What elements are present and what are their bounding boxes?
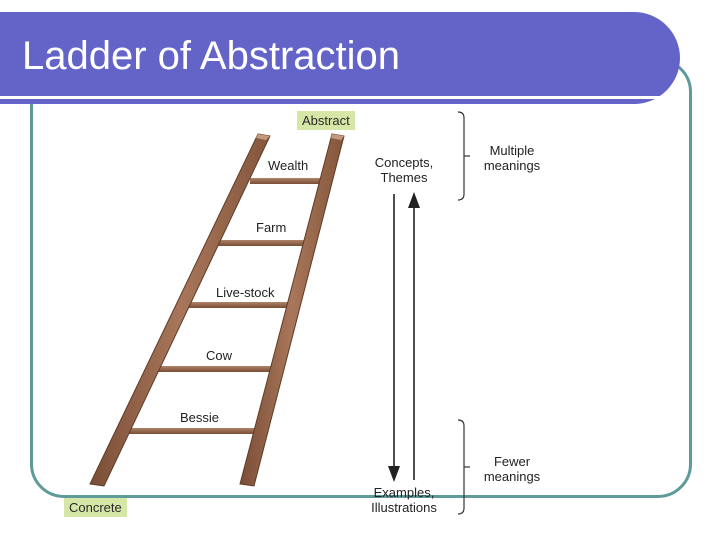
bracket-bottom-line: Fewer	[493, 454, 531, 469]
ladder-rung	[218, 240, 310, 246]
bracket-top-line: meanings	[483, 158, 541, 173]
ladder-left-rail-top	[256, 134, 270, 140]
arrow-bottom-line: Examples,	[373, 485, 435, 500]
up-arrow-icon	[408, 192, 420, 480]
slide-frame	[30, 58, 692, 498]
rung-label-farm: Farm	[256, 220, 287, 235]
bracket-bottom-text: Fewer meanings	[474, 454, 550, 484]
arrow-bottom-line: Illustrations	[371, 500, 437, 515]
bracket-icon	[457, 419, 470, 515]
bracket-top-line: Multiple	[489, 143, 535, 158]
title-underline	[0, 96, 672, 99]
arrow-top-line: Concepts,	[374, 155, 434, 170]
abstract-tag: Abstract	[297, 111, 355, 130]
title-bar	[0, 12, 680, 104]
down-arrow-icon	[388, 194, 400, 482]
ladder-right-rail	[239, 133, 345, 487]
bracket-top-text: Multiple meanings	[474, 143, 550, 173]
arrow-top-text: Concepts, Themes	[364, 155, 444, 185]
arrow-top-line: Themes	[380, 170, 428, 185]
slide-title: Ladder of Abstraction	[22, 34, 401, 78]
bracket-bottom-line: meanings	[483, 469, 541, 484]
concrete-tag: Concrete	[64, 498, 127, 517]
rung-label-cow: Cow	[206, 348, 233, 363]
ladder-rung	[186, 302, 296, 308]
rung-label-wealth: Wealth	[268, 158, 309, 173]
ladder-rung	[250, 178, 326, 184]
bracket-icon	[457, 111, 470, 201]
ladder-rung	[124, 428, 262, 434]
ladder-right-rail-top	[331, 134, 344, 140]
arrow-bottom-text: Examples, Illustrations	[356, 485, 452, 515]
ladder-left-rail	[89, 133, 271, 487]
ladder-rung	[155, 366, 277, 372]
rung-label-livestock: Live-stock	[216, 285, 275, 300]
rung-label-bessie: Bessie	[180, 410, 220, 425]
